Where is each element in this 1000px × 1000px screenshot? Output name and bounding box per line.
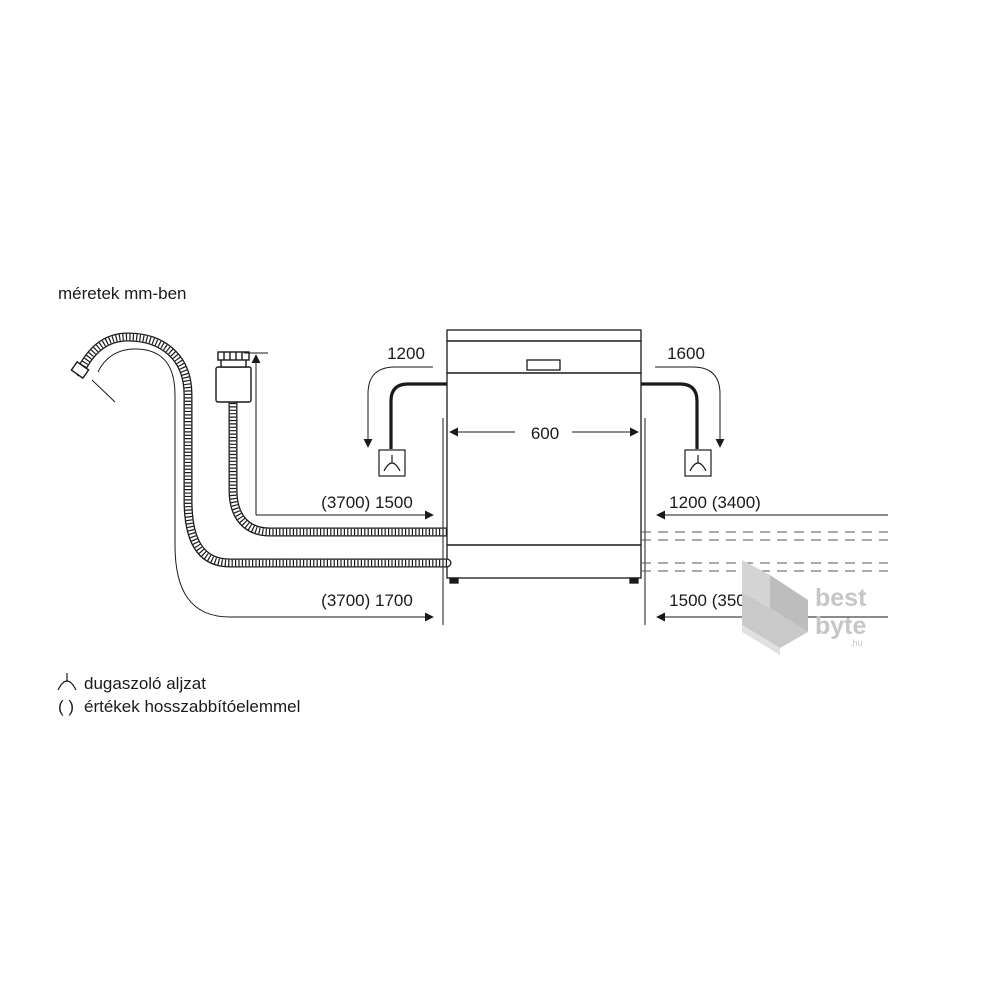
- drain-left-label: (3700) 1700: [321, 591, 413, 610]
- dishwasher-foot-right: [629, 577, 639, 584]
- legend-parentheses-text: értékek hosszabbítóelemmel: [84, 697, 300, 716]
- watermark-line3: .hu: [850, 638, 863, 648]
- watermark-line1: best: [815, 584, 867, 612]
- dishwasher-door: [446, 372, 642, 546]
- hose-icon: [229, 402, 447, 536]
- dishwasher-worktop: [446, 329, 642, 342]
- socket-icon: [57, 673, 77, 691]
- aquastop-valve-icon: [215, 351, 252, 403]
- socket-icon: [378, 449, 406, 477]
- cube-logo-icon: [742, 560, 808, 655]
- watermark-line2: byte: [815, 612, 867, 640]
- dishwasher-display: [526, 359, 561, 371]
- inlet-left-label: (3700) 1500: [321, 493, 413, 512]
- units-caption: méretek mm-ben: [58, 284, 186, 303]
- drain-hose-end: [70, 360, 90, 380]
- dishwasher-plinth: [446, 544, 642, 579]
- hose-icon: [77, 333, 447, 567]
- dishwasher-panel: [446, 340, 642, 374]
- inlet-hose-left: [228, 402, 447, 537]
- socket-icon: [684, 449, 712, 477]
- legend-socket-text: dugaszoló aljzat: [84, 674, 206, 693]
- power-cable-right: [641, 382, 699, 449]
- dishwasher-foot-left: [449, 577, 459, 584]
- drain-hose-end-leader: [91, 379, 116, 403]
- cable-left-dimension-arc: [363, 366, 433, 448]
- power-cable-left: [389, 382, 447, 449]
- right-hose-extensions: [641, 531, 888, 572]
- inlet-height-dimension: [244, 352, 434, 520]
- legend-parentheses-symbol: ( ): [58, 697, 74, 716]
- dishwasher-front: [446, 329, 642, 584]
- width-label: 600: [531, 424, 559, 443]
- cable-right-label: 1600: [667, 344, 705, 363]
- drain-left-dimension-arc: [97, 348, 434, 622]
- inlet-right-label: 1200 (3400): [669, 493, 761, 512]
- cable-left-label: 1200: [387, 344, 425, 363]
- drain-right-label: 1500 (3500): [669, 591, 761, 610]
- cable-right-dimension-arc: [655, 366, 725, 448]
